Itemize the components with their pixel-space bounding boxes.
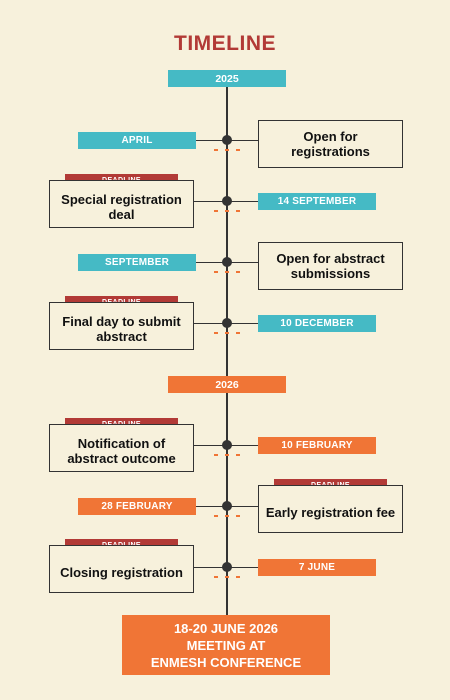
event-date: 7 JUNE [258,559,376,576]
event-date: 14 SEPTEMBER [258,193,376,210]
timeline-node-icon [222,135,232,145]
event-card: Notification of abstract outcome [49,424,194,472]
final-line-3: ENMESH CONFERENCE [150,654,302,670]
node-tick-icon [214,332,240,334]
timeline-node-icon [222,257,232,267]
timeline-node-icon [222,318,232,328]
event-card: Open for abstract submissions [258,242,403,290]
timeline-node-icon [222,440,232,450]
event-date: 10 FEBRUARY [258,437,376,454]
timeline-node-icon [222,562,232,572]
final-line-2: MEETING AT [186,637,266,653]
final-line-1: 18-20 JUNE 2026 [173,620,279,636]
event-card: Special registration deal [49,180,194,228]
timeline-title: TIMELINE [174,32,276,55]
node-tick-icon [214,576,240,578]
event-date: APRIL [78,132,196,149]
year-2025-label: 2025 [168,70,286,87]
node-tick-icon [214,515,240,517]
event-date: 28 FEBRUARY [78,498,196,515]
event-card: Closing registration [49,545,194,593]
timeline-spine [226,86,228,616]
year-2026-label: 2026 [168,376,286,393]
node-tick-icon [214,271,240,273]
timeline-node-icon [222,196,232,206]
timeline-node-icon [222,501,232,511]
event-card: Early registration fee [258,485,403,533]
event-card: Open for registrations [258,120,403,168]
final-event-banner: 18-20 JUNE 2026 MEETING AT ENMESH CONFER… [122,615,330,675]
node-tick-icon [214,454,240,456]
event-card: Final day to submit abstract [49,302,194,350]
node-tick-icon [214,210,240,212]
node-tick-icon [214,149,240,151]
event-date: SEPTEMBER [78,254,196,271]
event-date: 10 DECEMBER [258,315,376,332]
